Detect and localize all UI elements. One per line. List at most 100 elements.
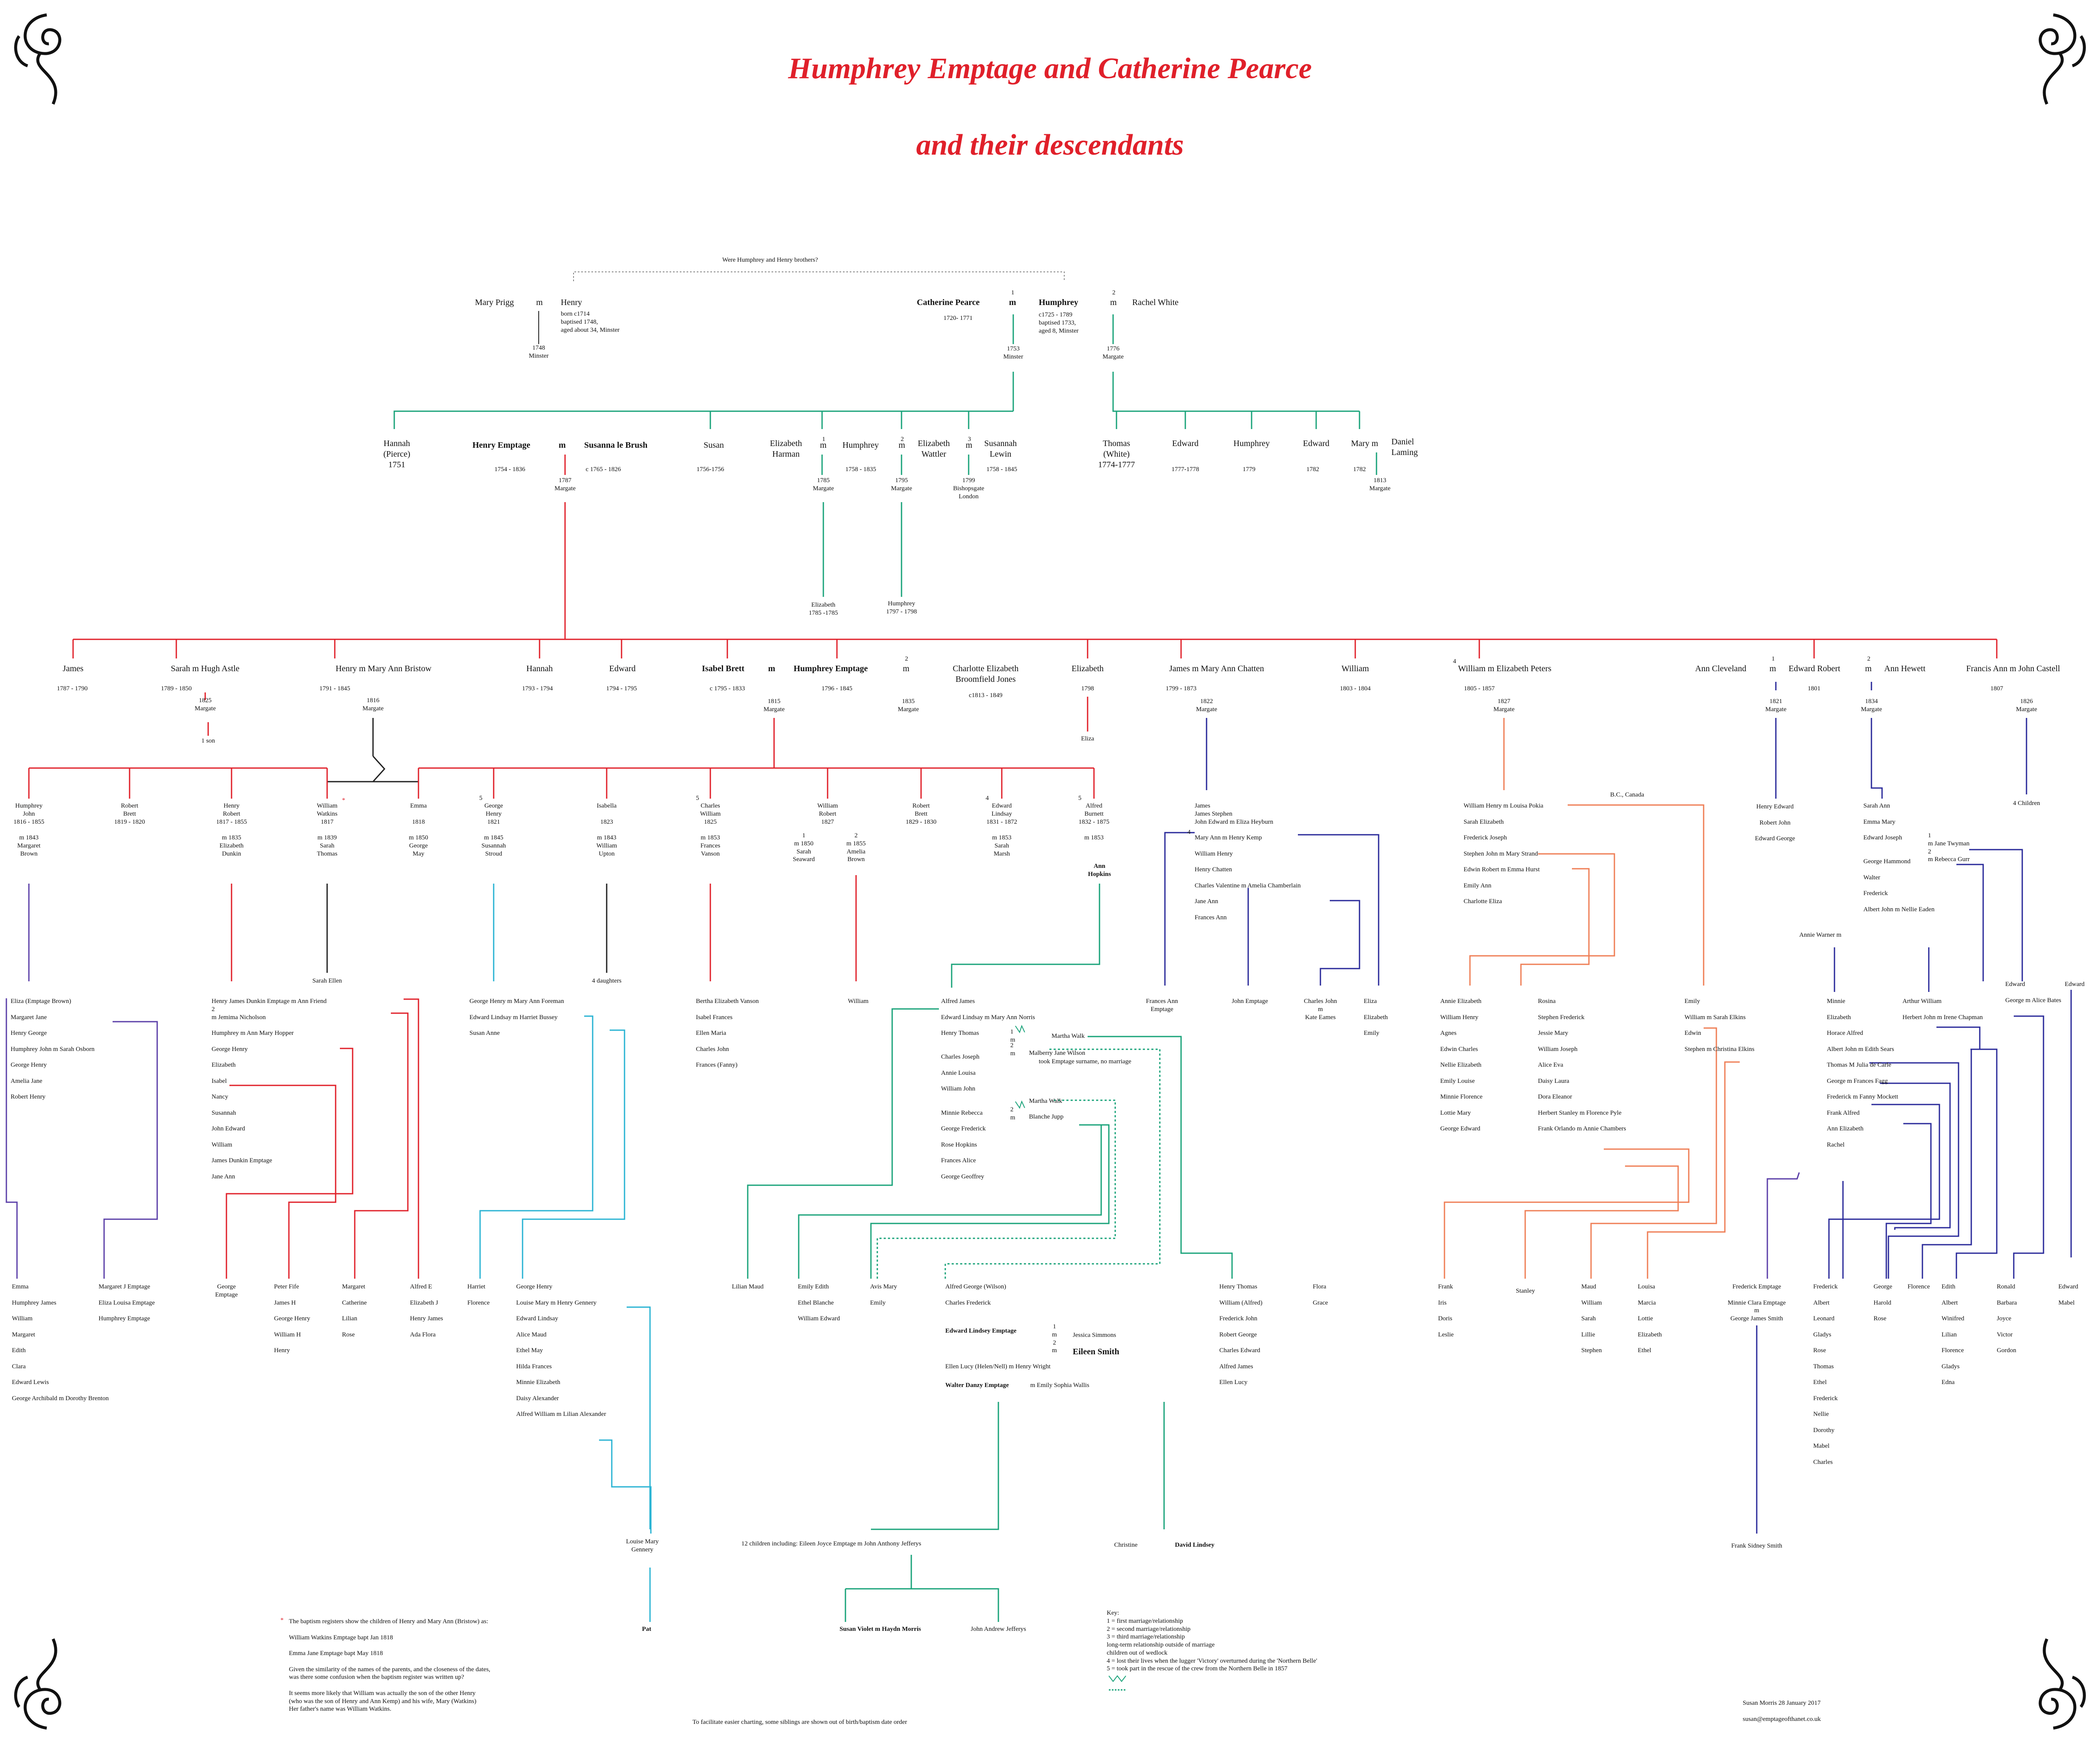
label-g6-john-andrew: John Andrew Jefferys: [970, 1626, 1026, 1633]
connector-line: [1869, 1062, 1959, 1279]
label-g4-martha2: Martha Walk: [1029, 1098, 1063, 1105]
label-g2-er-m2-num: 2: [1867, 655, 1871, 662]
label-g1-susanna: Susanna le Brush: [584, 441, 647, 450]
label-g1-edward2-dates: 1782: [1306, 466, 1319, 473]
label-g1-hm3-num: 3: [968, 436, 971, 443]
flourish-top-left-icon: [14, 13, 62, 105]
label-g2-humphrey: Humphrey Emptage: [794, 664, 868, 673]
label-g3-star: *: [342, 797, 345, 804]
label-g0-humphrey: Humphrey: [1039, 298, 1078, 307]
connector-line: [1524, 1165, 1679, 1279]
label-g2-james: James: [62, 664, 84, 673]
label-g4-4daughters: 4 daughters: [592, 977, 622, 984]
connector-line: [2013, 1015, 2044, 1279]
label-g1-henry-m: m: [559, 441, 566, 450]
connector-line: [229, 1085, 336, 1279]
connector-line: [1871, 718, 1883, 799]
label-note-siblings: To facilitate easier charting, some sibl…: [692, 1719, 907, 1726]
connector-line: [1015, 1100, 1025, 1109]
label-g5-jessica: Jessica Simmons: [1073, 1332, 1116, 1339]
chart-title: Humphrey Emptage and Catherine Pearce: [788, 52, 1312, 85]
label-g2-er-m2: m: [1865, 664, 1872, 673]
connector-line: [1444, 1148, 1690, 1279]
label-g2-hm2: m: [903, 664, 910, 673]
label-g2-william-dates: 1803 - 1804: [1340, 685, 1371, 692]
label-g4-malberry-note: took Emptage surname, no marriage: [1039, 1058, 1131, 1065]
label-g1-mary-dates: 1782: [1353, 466, 1366, 473]
label-g1-susanna-dates: c 1765 - 1826: [585, 466, 621, 473]
connector-line: [6, 998, 18, 1279]
label-g2-hannah: Hannah: [526, 664, 553, 673]
label-g0-m3-num: 2: [1112, 289, 1116, 296]
label-g6-david-lindsey: David Lindsey: [1175, 1542, 1215, 1548]
label-question: Were Humphrey and Henry brothers?: [722, 257, 818, 263]
label-g6-pat: Pat: [642, 1626, 651, 1633]
label-g2-eliza: Eliza: [1081, 735, 1094, 742]
connector-line: [1969, 849, 2023, 981]
connector-line: [1298, 834, 1379, 986]
label-g3-gh-num: 5: [479, 795, 483, 802]
connector-line: [372, 755, 386, 783]
connector-line: [404, 998, 419, 1279]
label-g4-edward-castell2: Edward: [2065, 981, 2085, 988]
label-g6-frank-sidney: Frank Sidney Smith: [1731, 1542, 1783, 1549]
label-g2-henry: Henry m Mary Ann Bristow: [336, 664, 432, 673]
connector-line: [1880, 1082, 1951, 1230]
label-g1-hm2-num: 2: [901, 436, 904, 443]
label-g5-florence: Florence: [1908, 1283, 1930, 1290]
label-g2-ann-cleveland: Ann Cleveland: [1695, 664, 1747, 673]
connector-line: [944, 1048, 1161, 1279]
label-g4-malberry: Malberry Jane Wilson: [1029, 1050, 1085, 1057]
connector-line: [393, 410, 1013, 420]
label-g2-hm2-num: 2: [905, 655, 908, 662]
label-g2-ann-hewett: Ann Hewett: [1884, 664, 1926, 673]
label-g5-edward-lindsey: Edward Lindsey Emptage: [945, 1328, 1017, 1334]
connector-line: [627, 1306, 651, 1529]
label-g2-elizabeth-dates: 1798: [1081, 685, 1094, 692]
connector-line: [1164, 832, 1195, 986]
connector-line: [798, 1124, 1102, 1279]
label-g1-lewin-dates: 1758 - 1845: [986, 466, 1017, 473]
label-g0-m2: m: [1009, 298, 1016, 307]
label-g3-ab-num: 5: [1078, 795, 1082, 802]
label-g1-edward2: Edward: [1303, 439, 1330, 448]
